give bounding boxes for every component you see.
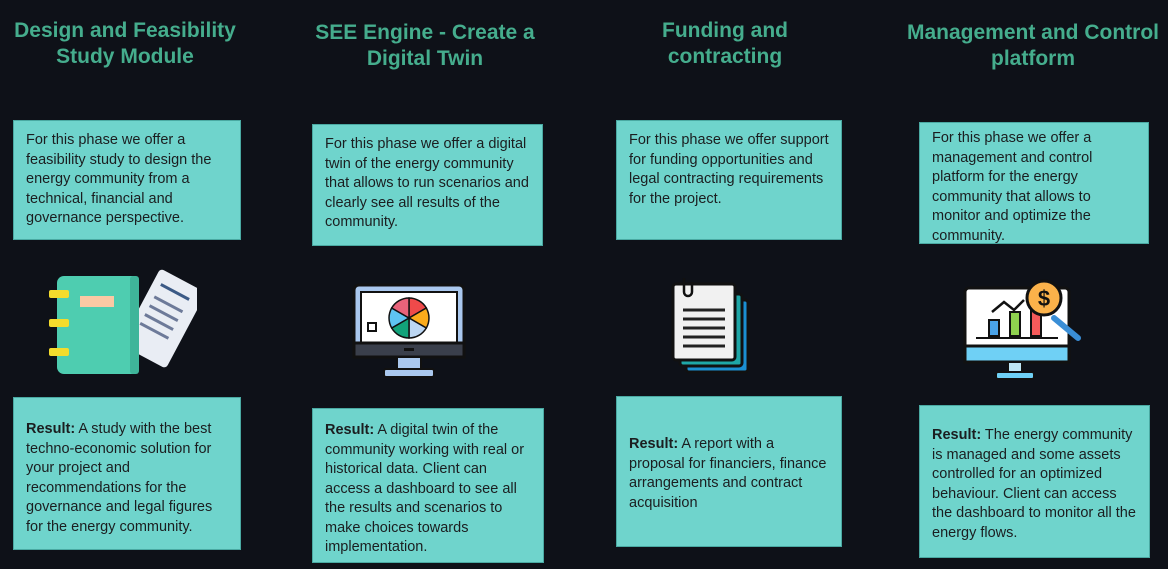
result-label: Result: [629, 436, 679, 452]
result-box: Result: A study with the best techno-eco… [13, 397, 241, 550]
column-title: Design and Feasibility Study Module [14, 19, 236, 68]
result-label: Result: [325, 422, 375, 438]
column-title: Management and Control platform [906, 21, 1159, 70]
svg-text:$: $ [1038, 286, 1050, 311]
notebook-icon [49, 269, 197, 374]
result-label: Result: [932, 427, 982, 443]
description-box: For this phase we offer a management and… [919, 122, 1149, 244]
result-box: Result: A report with a proposal for fin… [616, 396, 842, 547]
column-title: SEE Engine - Create a Digital Twin [315, 21, 535, 70]
documents-icon [671, 278, 750, 374]
description-box: For this phase we offer a feasibility st… [13, 120, 241, 240]
column-title: Funding and contracting [662, 19, 788, 68]
result-text: The energy community is managed and some… [932, 427, 1136, 541]
result-text: A report with a proposal for financiers,… [629, 436, 827, 511]
monitor-pie-chart-icon [352, 283, 466, 378]
dashboard-dollar-icon: $ [963, 279, 1081, 380]
result-text: A digital twin of the community working … [325, 422, 525, 555]
result-text: A study with the best techno-economic so… [26, 421, 213, 535]
description-box: For this phase we offer a digital twin o… [312, 124, 543, 246]
result-box: Result: A digital twin of the community … [312, 408, 544, 563]
description-box: For this phase we offer support for fund… [616, 120, 842, 240]
result-box: Result: The energy community is managed … [919, 405, 1150, 558]
result-label: Result: [26, 421, 76, 437]
